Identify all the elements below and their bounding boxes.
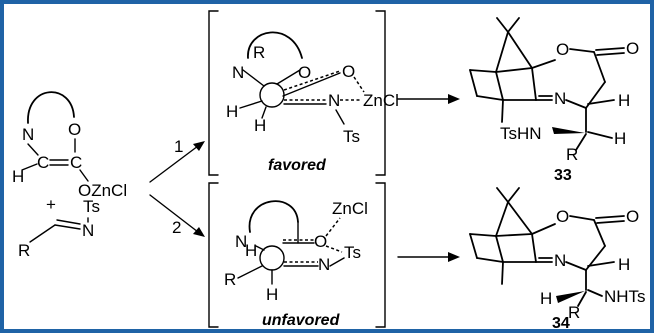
arrow-to-33 xyxy=(397,94,460,104)
product-34: N O O H H NHTs R 34 xyxy=(469,187,646,329)
p33-TsHN: TsHN xyxy=(500,124,542,143)
bond-H-C1 xyxy=(21,163,38,171)
ts-unfavored-ring-arc xyxy=(248,200,299,233)
p34-H-side: H xyxy=(540,289,552,308)
ts-unfavored-O-Ts-contact xyxy=(325,245,343,253)
pathway-2-label: 2 xyxy=(172,218,181,237)
ts-favored-ring-arc xyxy=(247,31,303,59)
ts-favored-bond-N xyxy=(242,69,265,87)
p33-H-ring: H xyxy=(618,91,630,110)
enolate-ring-arc xyxy=(27,91,75,124)
p34-R: R xyxy=(568,303,580,322)
arrowhead-2 xyxy=(193,227,205,237)
ts-unfavored-H-bottom: H xyxy=(266,285,278,304)
ts-favored-newman-circle xyxy=(259,82,285,108)
ts-unfavored-H-top: H xyxy=(245,241,257,260)
plus-sign: + xyxy=(46,195,56,214)
p33-H-side: H xyxy=(614,129,626,148)
ts-favored-H2: H xyxy=(254,116,266,135)
ts-favored-bond-Ts xyxy=(335,109,345,125)
ts-favored-O-carbonyl: O xyxy=(342,62,355,81)
p34-H-ring: H xyxy=(618,255,630,274)
arrow-to-34 xyxy=(397,252,460,262)
p33-hashed-wedge xyxy=(552,127,585,134)
enolate-atom-O: O xyxy=(68,120,81,139)
enolate-zinc-group: OZnCl xyxy=(78,181,127,200)
imine-reactant: Ts N R xyxy=(18,197,100,260)
enolate-atom-N: N xyxy=(22,125,34,144)
ts-unfavored-O: O xyxy=(314,232,327,251)
p34-O-ring: O xyxy=(556,207,569,226)
ts-favored-R: R xyxy=(253,43,265,62)
reaction-scheme-svg: N O H C C OZnCl + Ts N R 1 2 xyxy=(12,10,646,329)
ts-favored-bond-CO xyxy=(282,72,341,97)
p34-NHTs: NHTs xyxy=(604,287,646,306)
ts-favored: R N O O ZnCl N H H Ts favored xyxy=(226,31,399,174)
p33-atom-N: N xyxy=(554,89,566,108)
bond-CH-R xyxy=(29,224,56,243)
arrowhead-1 xyxy=(193,141,205,151)
ts-unfavored-brackets xyxy=(208,182,386,328)
unfavored-caption: unfavored xyxy=(262,312,341,329)
pathway-1-label: 1 xyxy=(174,137,183,156)
ts-favored-H1: H xyxy=(226,102,238,121)
bond-CH-N-b xyxy=(56,219,81,225)
imine-tosyl: Ts xyxy=(83,197,100,216)
ts-favored-ZnCl: ZnCl xyxy=(363,91,399,110)
ts-unfavored: N H ZnCl O Ts N R H unfavored xyxy=(224,199,368,329)
bond-CH-N-a xyxy=(54,224,81,230)
enolate-atom-H: H xyxy=(12,167,24,186)
enolate-atom-C2: C xyxy=(70,153,82,172)
product-33: N O O H TsHN H R 33 xyxy=(469,17,639,184)
enolate-reactant: N O H C C OZnCl xyxy=(12,91,127,200)
ts-unfavored-R: R xyxy=(224,270,236,289)
bond-N-C1 xyxy=(27,143,39,156)
favored-caption: favored xyxy=(268,157,327,174)
ts-unfavored-O-Zn-coordination xyxy=(325,217,341,237)
bond-C2-OZn xyxy=(79,169,89,182)
ts-unfavored-Ts: Ts xyxy=(344,243,361,262)
p34-atom-N: N xyxy=(554,251,566,270)
ts-favored-bond-H1 xyxy=(239,100,263,109)
p33-O-ring: O xyxy=(556,40,569,59)
ts-favored-N: N xyxy=(232,63,244,82)
arrow-pathway-2: 2 xyxy=(149,194,205,237)
imine-atom-N: N xyxy=(82,221,94,240)
ts-favored-bond-O xyxy=(276,69,301,85)
ts-favored-brackets xyxy=(208,10,386,176)
p34-O-carbonyl: O xyxy=(626,207,639,226)
p34-hashed-wedge xyxy=(556,291,585,303)
ts-unfavored-N-imine: N xyxy=(318,255,330,274)
ts-favored-N-imine: N xyxy=(328,91,340,110)
p33-R: R xyxy=(566,145,578,164)
imine-substituent-R: R xyxy=(18,241,30,260)
ts-favored-O-ring: O xyxy=(298,63,311,82)
ts-favored-Ts: Ts xyxy=(343,127,360,146)
ts-favored-O-Zn-coordination xyxy=(353,76,365,93)
arrow-pathway-1: 1 xyxy=(149,137,205,183)
ts-favored-bond-H2 xyxy=(261,106,267,119)
ts-favored-partial-CO xyxy=(283,70,341,91)
p33-O-carbonyl: O xyxy=(626,39,639,58)
compound-34-label: 34 xyxy=(552,315,570,329)
enolate-atom-C1: C xyxy=(37,153,49,172)
ts-unfavored-ZnCl: ZnCl xyxy=(332,199,368,218)
ts-unfavored-N: N xyxy=(235,232,247,251)
compound-33-label: 33 xyxy=(554,167,572,184)
